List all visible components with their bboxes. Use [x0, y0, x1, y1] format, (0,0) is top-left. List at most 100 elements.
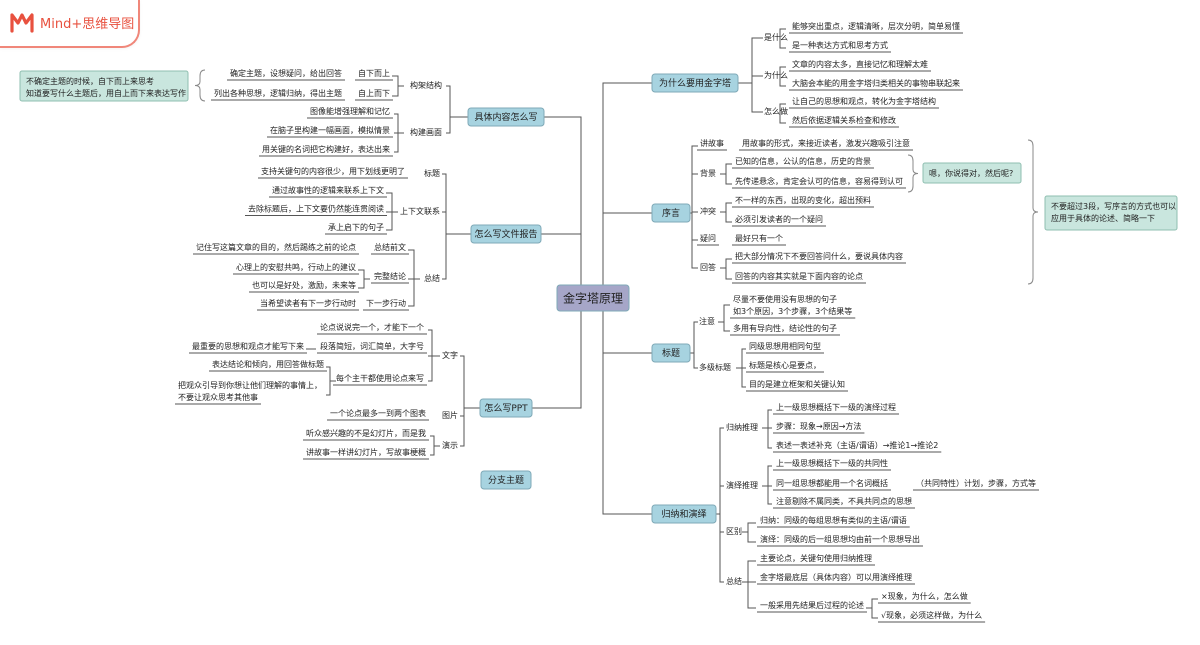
label-conflict[interactable]: 冲突	[700, 206, 716, 216]
structure-tag[interactable]: 自下而上	[358, 68, 390, 78]
label-ppt-image[interactable]: 图片	[442, 410, 458, 420]
label-difference[interactable]: 区别	[726, 527, 742, 536]
deduction-item[interactable]: （共同特性）计划，步骤，方式等	[916, 478, 1036, 488]
label-what[interactable]: 是什么	[764, 32, 788, 42]
attention-item[interactable]: 如3个原因，3个步骤，3个结果等	[733, 306, 852, 316]
ppt-text-item[interactable]: 段落简短，词汇简单，大字号	[320, 341, 424, 351]
background-item[interactable]: 先传递悬念，肯定会认可的信息，容易得到认可	[735, 176, 903, 186]
build-picture-item[interactable]: 在脑子里构建一幅画面，模拟情景	[270, 125, 390, 135]
conflict-item[interactable]: 必须引发读者的一个疑问	[735, 214, 823, 224]
report-summary-item[interactable]: 也可以是好处，激励，未来等	[252, 280, 356, 290]
context-item[interactable]: 承上启下的句子	[328, 222, 384, 232]
report-heading-item[interactable]: 支持关键句的内容很少，用下划线更明了	[261, 166, 405, 176]
ppt-text-item[interactable]: 最重要的思想和观点才能写下来	[192, 341, 304, 351]
summary-part[interactable]: 总结前文	[374, 242, 406, 252]
branch-preface[interactable]: 序言	[651, 203, 691, 223]
branch-sub-topic[interactable]: 分支主题	[480, 470, 532, 490]
label-answer[interactable]: 回答	[700, 262, 716, 272]
context-item[interactable]: 去除标题后，上下文要仍然能连贯阅读	[248, 204, 384, 214]
label-context[interactable]: 上下文联系	[400, 206, 440, 216]
question-text[interactable]: 最好只有一个	[735, 233, 783, 243]
app-logo[interactable]: Mind+思维导图	[0, 0, 140, 48]
report-summary-item[interactable]: 记住写这篇文章的目的，然后踢练之前的论点	[196, 242, 356, 252]
label-structure[interactable]: 构架结构	[410, 80, 442, 90]
structure-item[interactable]: 列出各种思想，逻辑归纳，得出主题	[214, 88, 342, 98]
attention-item[interactable]: 尽量不要使用没有思想的句子	[733, 294, 837, 304]
multi-level-item[interactable]: 同级思想用相同句型	[749, 341, 821, 351]
label-story[interactable]: 讲故事	[700, 138, 724, 148]
label-report-summary[interactable]: 总结	[424, 273, 440, 283]
why-item[interactable]: 是一种表达方式和思考方式	[792, 40, 888, 50]
structure-item[interactable]: 确定主题，设想疑问，给出回答	[230, 68, 342, 78]
branch-title[interactable]: 标题	[651, 343, 691, 363]
summary-item[interactable]: 一般采用先结果后过程的论述	[760, 600, 864, 610]
summary-item[interactable]: 主要论点，关键句使用归纳推理	[760, 553, 872, 563]
difference-item[interactable]: 演绎：同级的后一组思想均由前一个思想导出	[760, 534, 920, 544]
build-picture-item[interactable]: 用关键的名词把它构建好，表达出来	[262, 144, 390, 154]
summary-item[interactable]: 金字塔最底层（具体内容）可以用演绎推理	[760, 572, 912, 582]
multi-level-item[interactable]: 标题是核心是要点，	[749, 360, 821, 370]
branch-reasoning[interactable]: 归纳和演绎	[651, 504, 717, 524]
label-question[interactable]: 疑问	[700, 233, 716, 243]
deduction-item[interactable]: 上一级思想概括下一级的共同性	[776, 458, 888, 468]
answer-item[interactable]: 把大部分情况下不要回答问什么，要说具体内容	[735, 251, 903, 261]
structure-tag[interactable]: 自上而下	[358, 88, 390, 98]
context-item[interactable]: 通过故事性的逻辑来联系上下文	[272, 185, 384, 195]
ppt-text-item[interactable]: 论点说说完一个，才能下一个	[320, 322, 424, 332]
note-preface-1[interactable]: 嗯，你说得对，然后呢?	[922, 162, 1022, 184]
label-report-heading[interactable]: 标题	[424, 168, 440, 178]
summary-sub-item[interactable]: √现象，必须这样做，为什么	[881, 610, 982, 620]
ppt-show-item[interactable]: 讲故事一样讲幻灯片，写故事梗概	[306, 447, 426, 457]
deduction-item[interactable]: 注意剔除不属同类，不具共同点的思想	[776, 496, 912, 506]
why-item[interactable]: 文章的内容太多，直接记忆和理解太难	[792, 59, 928, 69]
label-ppt-text[interactable]: 文字	[442, 350, 458, 360]
report-summary-item[interactable]: 心理上的安慰共鸣，行动上的建议	[236, 262, 356, 272]
branch-concrete-content[interactable]: 具体内容怎么写	[467, 107, 545, 127]
label-multi-level[interactable]: 多级标题	[699, 362, 731, 372]
attention-item[interactable]: 多用有导向性，结论性的句子	[733, 323, 837, 333]
why-item[interactable]: 能够突出重点，逻辑清晰，层次分明，简单易懂	[792, 21, 960, 31]
induction-item[interactable]: 步骤：现象→原因→方法	[776, 421, 861, 431]
summary-part[interactable]: 完整结论	[374, 271, 406, 281]
ppt-text-item[interactable]: 把观众引导到你想让他们理解的事情上，	[178, 380, 322, 390]
ppt-text-item[interactable]: 不要让观众思考其他事	[178, 392, 258, 402]
deduction-item[interactable]: 同一组思想都能用一个名词概括	[776, 478, 888, 488]
branch-ppt[interactable]: 怎么写PPT	[479, 398, 533, 418]
report-summary-item[interactable]: 当希望读者有下一步行动时	[260, 298, 356, 308]
connector	[741, 368, 746, 388]
central-topic[interactable]: 金字塔原理	[556, 284, 630, 312]
summary-part[interactable]: 下一步行动	[366, 298, 406, 308]
label-ppt-show[interactable]: 演示	[442, 440, 458, 450]
summary-sub-item[interactable]: ×现象，为什么，怎么做	[881, 591, 968, 601]
label-induction[interactable]: 归纳推理	[726, 422, 758, 432]
label-why[interactable]: 为什么	[764, 70, 788, 80]
label-build-picture[interactable]: 构建画面	[410, 127, 442, 137]
branch-why-pyramid[interactable]: 为什么要用金字塔	[651, 73, 739, 93]
ppt-image-item[interactable]: 一个论点最多一到两个图表	[330, 408, 426, 418]
background-item[interactable]: 已知的信息，公认的信息，历史的背景	[735, 156, 871, 166]
label-summary[interactable]: 总结	[726, 576, 742, 586]
difference-item[interactable]: 归纳：同级的每组思想有类似的主语/谓语	[760, 515, 907, 525]
label-deduction[interactable]: 演绎推理	[726, 480, 758, 490]
label-how[interactable]: 怎么做	[764, 106, 788, 116]
ppt-show-item[interactable]: 听众感兴趣的不是幻灯片，而是我	[306, 428, 426, 438]
connector	[442, 173, 471, 235]
label-background[interactable]: 背景	[700, 168, 716, 178]
background-brace	[907, 154, 919, 193]
ppt-text-tag[interactable]: 每个主干都使用论点来写	[336, 373, 424, 383]
story-text[interactable]: 用故事的形式，来接近读者，激发兴趣吸引注意	[742, 138, 910, 148]
induction-item[interactable]: 上一级思想概括下一级的演绎过程	[776, 402, 896, 412]
why-item[interactable]: 大脑会本能的用金字塔归类相关的事物串联起来	[792, 78, 960, 88]
ppt-text-item[interactable]: 表达结论和倾向，用回答做标题	[212, 359, 324, 369]
why-item[interactable]: 然后依据逻辑关系检查和修改	[792, 115, 896, 125]
answer-item[interactable]: 回答的内容其实就是下面内容的论点	[735, 271, 863, 281]
why-item[interactable]: 让自己的思想和观点，转化为金字塔结构	[792, 96, 936, 106]
build-picture-item[interactable]: 图像能增强理解和记忆	[310, 106, 390, 116]
multi-level-item[interactable]: 目的是建立框架和关键认知	[749, 379, 845, 389]
branch-report[interactable]: 怎么写文件报告	[470, 224, 542, 244]
induction-item[interactable]: 表述一表述补充（主语/谓语）→推论1→推论2	[776, 440, 938, 450]
label-attention[interactable]: 注意	[699, 316, 715, 326]
conflict-item[interactable]: 不一样的东西，出现的变化，超出预料	[735, 195, 871, 205]
